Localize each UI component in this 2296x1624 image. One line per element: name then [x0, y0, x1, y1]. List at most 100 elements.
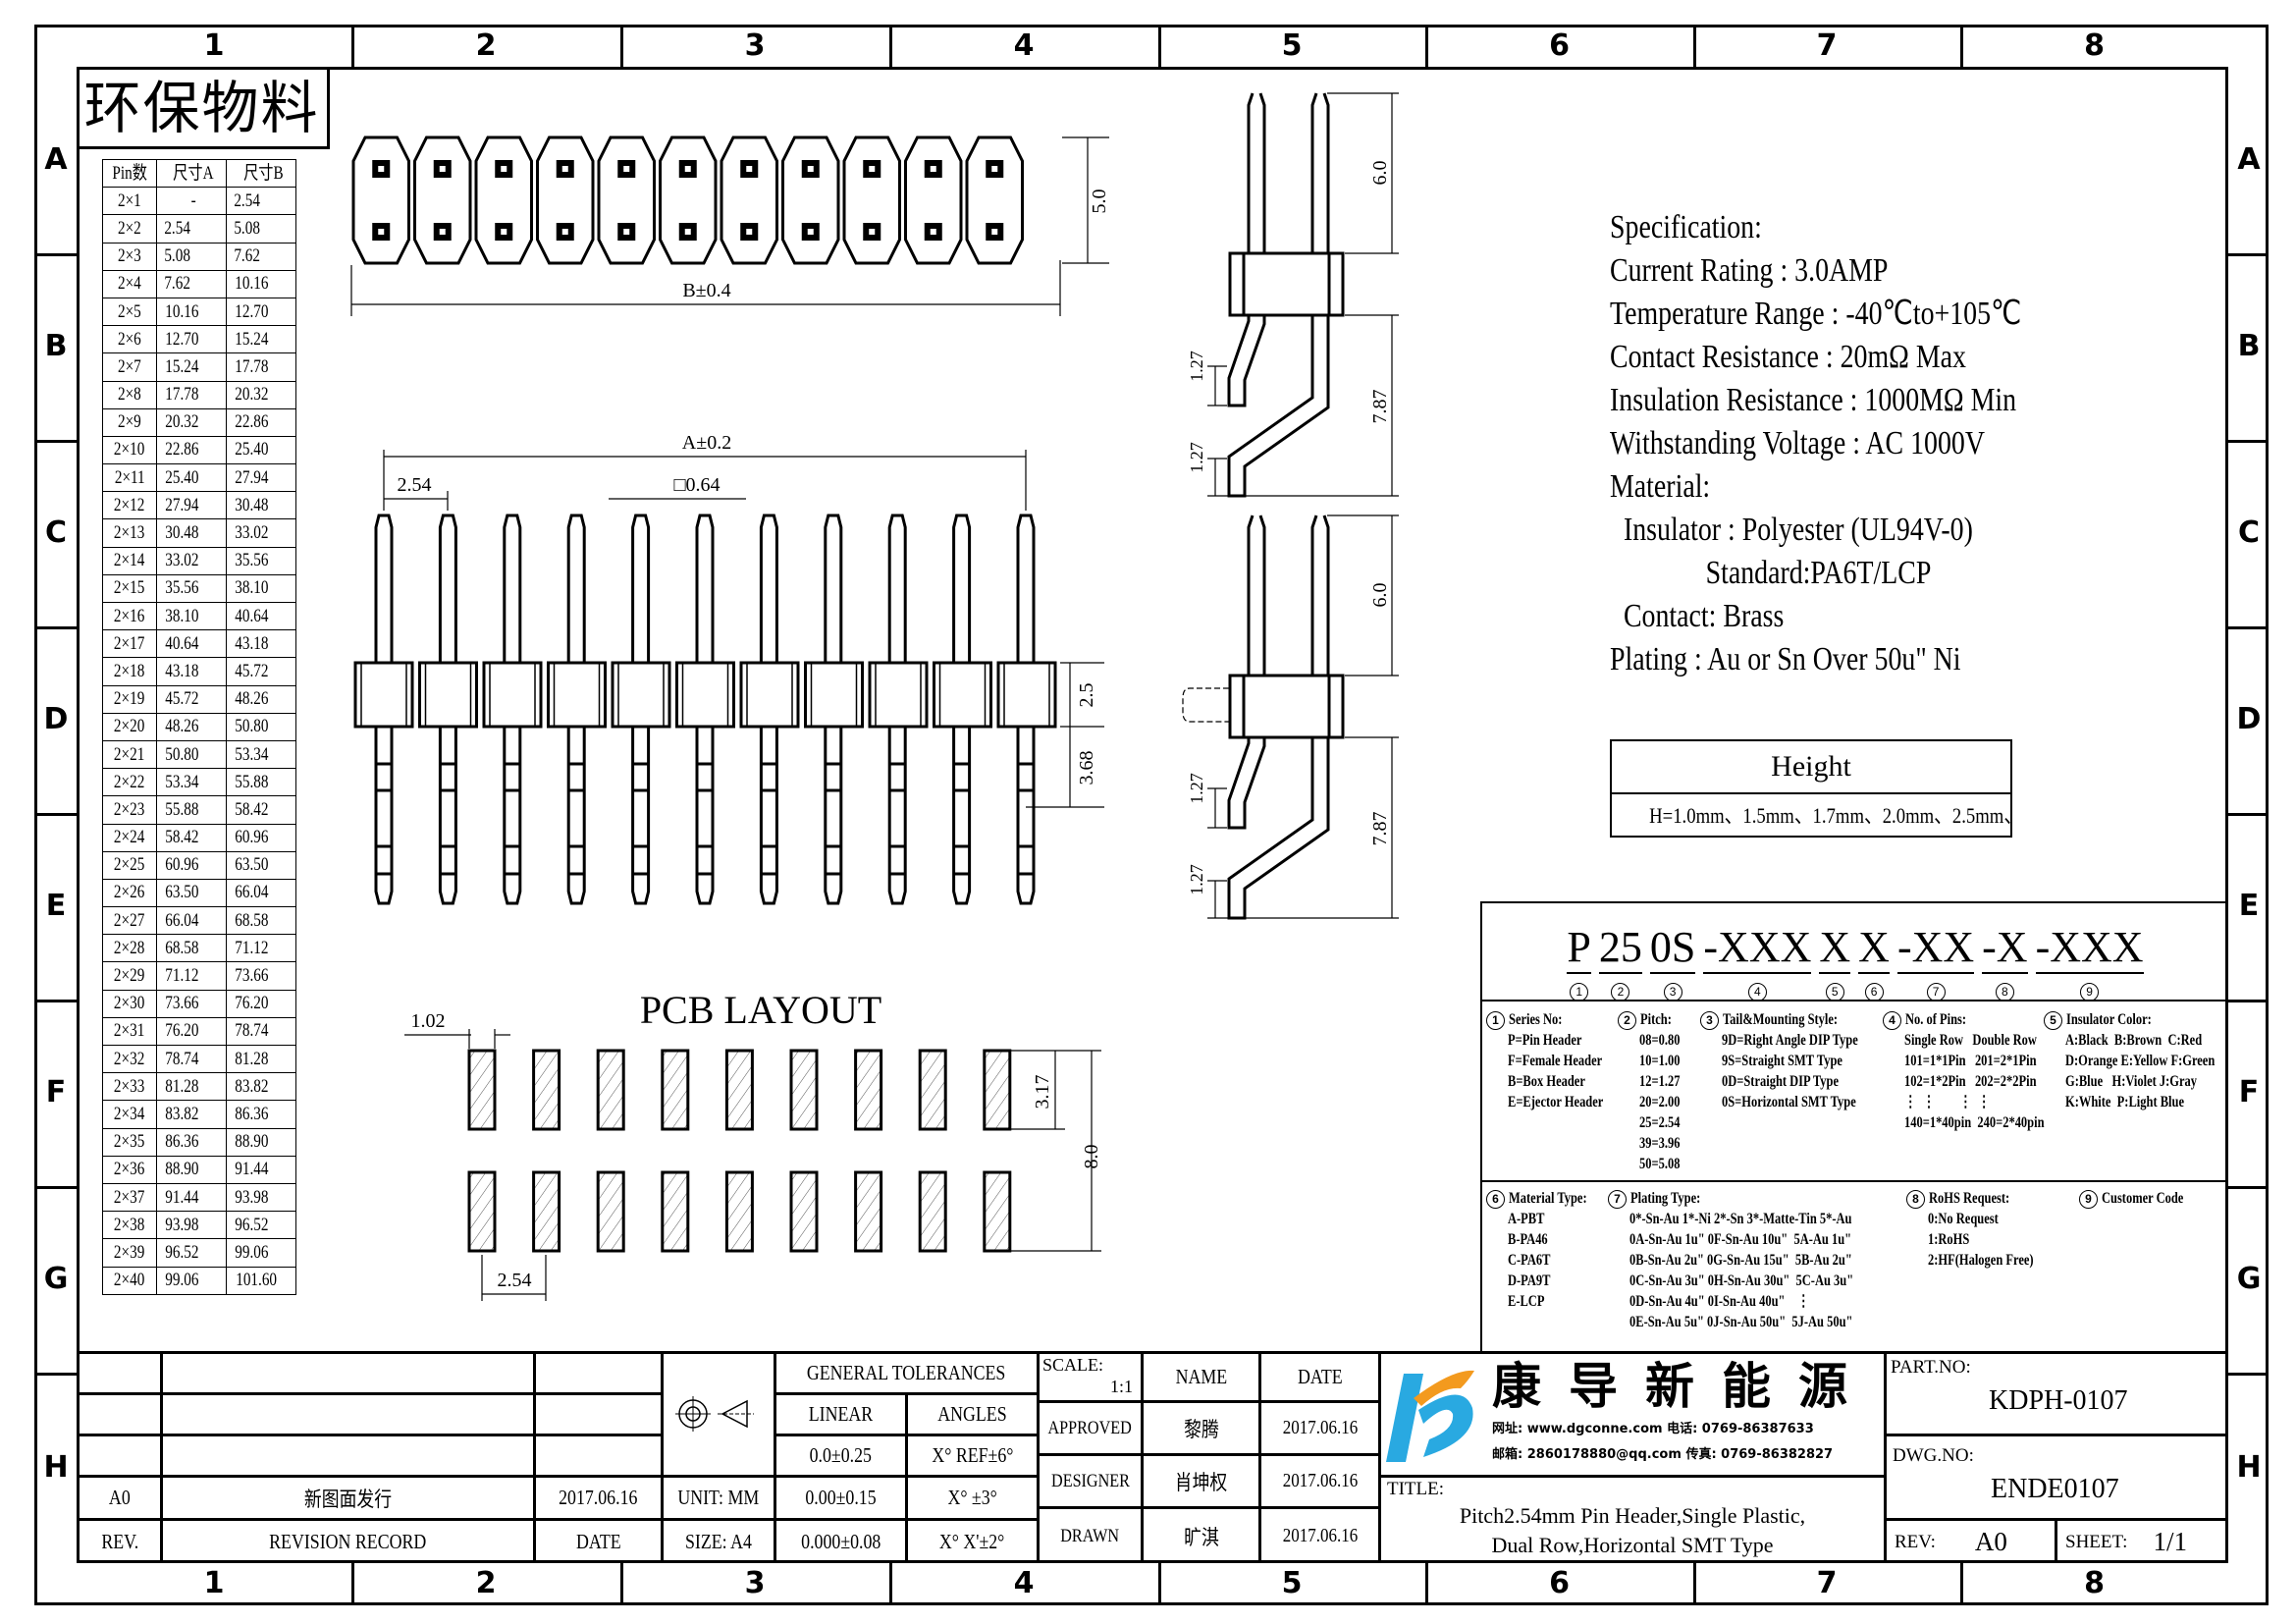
legend-item: P=Pin Header: [1508, 1032, 1582, 1049]
code-segment-text: X: [1819, 923, 1851, 974]
legend-index-circle: 6: [1486, 1189, 1505, 1209]
pin-square-hole: [869, 166, 876, 172]
table-rule: [77, 1351, 2228, 1354]
pcb-dim-pad-width: 1.02: [411, 1010, 446, 1032]
signoff-date-text: 2017.06.16: [1282, 1417, 1358, 1438]
signoff-role-text: APPROVED: [1047, 1417, 1133, 1438]
top-view: [350, 135, 1109, 316]
spec-line: Contact: Brass: [1610, 598, 1785, 634]
legend-item: E-LCP: [1508, 1293, 1545, 1310]
pcb-pad: [661, 1170, 690, 1253]
legend-item: 1:RoHS: [1928, 1231, 1970, 1248]
zone-row-F: F: [2238, 1075, 2260, 1110]
tolerance-linear: 0.00±0.15: [776, 1478, 905, 1518]
zone-column-5: 5: [1281, 28, 1303, 63]
title-line2: Dual Row,Horizontal SMT Type: [1491, 1533, 1774, 1557]
dim-a-cell: 76.20: [156, 1016, 227, 1047]
dim-a-cell: 22.86: [156, 435, 227, 465]
dim-a-cell: 30.48: [156, 518, 227, 548]
legend-item: E=Ejector Header: [1508, 1094, 1604, 1110]
dim-a-cell: 63.50: [156, 878, 227, 908]
legend-index-circle: 5: [2044, 1010, 2062, 1030]
col-rev-label: REV.: [80, 1521, 160, 1563]
table-rule: [77, 1518, 661, 1521]
zone-row-D: D: [43, 702, 69, 736]
legend-item: 9S=Straight SMT Type: [1722, 1053, 1842, 1069]
dim-a-cell: 45.72: [156, 684, 227, 714]
revision-rev: A0: [80, 1478, 160, 1518]
tolerance-linear-text: 0.000±0.08: [800, 1530, 881, 1553]
legend-item: 0D=Straight DIP Type: [1722, 1073, 1839, 1090]
dim-b-cell: 15.24: [226, 325, 296, 354]
pin-lower: [374, 727, 394, 905]
dim-b-cell: 50.80: [226, 712, 296, 741]
sheet-cell: SHEET:1/1: [2057, 1521, 2228, 1563]
dim-b-cell: 35.56: [226, 546, 296, 575]
pin-upper: [952, 514, 972, 663]
zone-tick: [351, 25, 354, 67]
legend-item: D:Orange E:Yellow F:Green: [2065, 1053, 2216, 1069]
company-logo-icon: [1384, 1359, 1477, 1472]
side-pin-upper: [1247, 92, 1266, 253]
housing-cell: [904, 135, 963, 265]
dim-b-cell: 101.60: [226, 1266, 296, 1295]
company-contact-line2: 邮箱: 2860178880@qq.com 传真: 0769-86382827: [1492, 1447, 1834, 1462]
pcb-pad: [983, 1170, 1012, 1253]
scale-value: 1:1: [1109, 1377, 1133, 1396]
size-label: SIZE: A4: [664, 1521, 774, 1563]
pin-upper: [374, 514, 394, 663]
signoff-name: 肖坤权: [1144, 1456, 1258, 1506]
pin-count-cell: 2×21: [102, 739, 157, 770]
pcb-dim-pad-length: 3.17: [1032, 1075, 1053, 1110]
pcb-pad: [854, 1049, 883, 1131]
dim-b-cell: 86.36: [226, 1100, 296, 1129]
pin-square-hole: [807, 229, 814, 235]
zone-tick: [889, 1563, 892, 1605]
housing-cell: [597, 135, 656, 265]
code-segment-text: P: [1567, 923, 1591, 974]
dim-b-cell: 45.72: [226, 657, 296, 686]
zone-row-A: A: [44, 142, 68, 177]
legend-item: 0C-Sn-Au 3u" 0H-Sn-Au 30u" 5C-Au 3u": [1629, 1272, 1854, 1289]
zone-tick: [889, 25, 892, 67]
table-rule: [774, 1351, 776, 1563]
zone-tick: [620, 1563, 623, 1605]
size-label-text: SIZE: A4: [685, 1530, 752, 1553]
signoff-date: 2017.06.16: [1261, 1403, 1378, 1453]
pin-count-cell: 2×31: [102, 1016, 157, 1047]
table-rule: [77, 1434, 661, 1436]
body-segment: [675, 661, 735, 729]
tolerance-angle-text: X° REF±6°: [931, 1443, 1014, 1467]
dim-b-cell: 48.26: [226, 684, 296, 714]
legend-item: 0E-Sn-Au 5u" 0J-Sn-Au 50u" 5J-Au 50u": [1629, 1314, 1853, 1330]
table-rule: [1378, 1475, 1884, 1478]
signoff-date: 2017.06.16: [1261, 1509, 1378, 1563]
dim-a-cell: 88.90: [156, 1155, 227, 1184]
zone-tick: [1425, 1563, 1428, 1605]
dim-a-cell: 73.66: [156, 989, 227, 1018]
height-table: Height H=1.0mm、1.5mm、1.7mm、2.0mm、2.5mm、3…: [1610, 739, 2012, 838]
pin-upper: [438, 514, 457, 663]
pcb-pad: [983, 1049, 1012, 1131]
zone-tick: [620, 25, 623, 67]
dim-body-label: 2.5: [1076, 683, 1097, 708]
pin-lower: [566, 727, 586, 905]
legend-title: Series No:: [1509, 1011, 1563, 1028]
dim-b-cell: 96.52: [226, 1211, 296, 1240]
pin-square-hole: [684, 166, 691, 172]
